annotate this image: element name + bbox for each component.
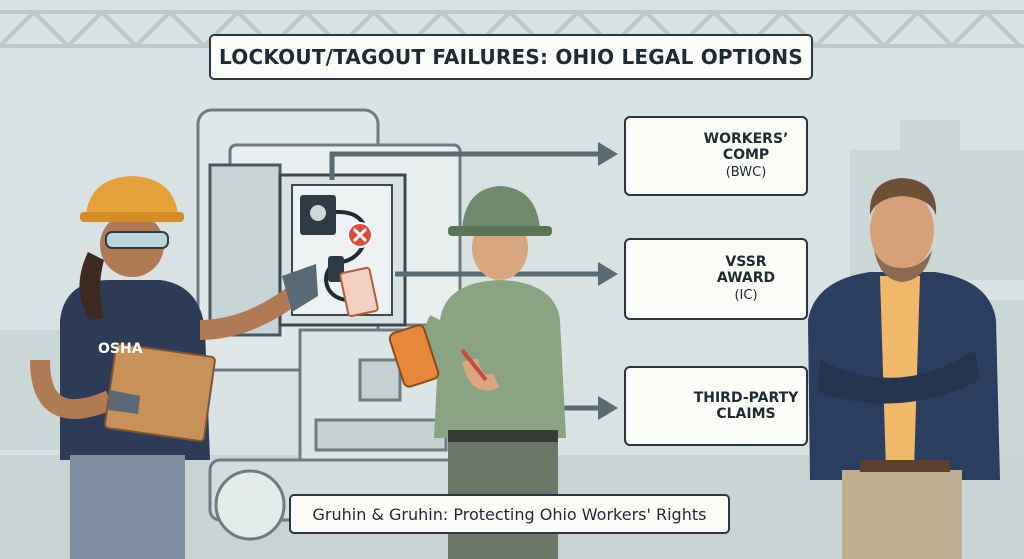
page-title: LOCKOUT/TAGOUT FAILURES: OHIO LEGAL OPTI…: [219, 45, 803, 69]
osha-inspector: [30, 176, 318, 559]
card-line1: THIRD-PARTY: [693, 389, 799, 406]
card-line3: (IC): [734, 288, 758, 304]
osha-vest-label: OSHA: [98, 341, 143, 357]
arrow-head-3: [598, 396, 618, 420]
footer-text: Gruhin & Gruhin: Protecting Ohio Workers…: [312, 504, 707, 524]
footer-banner: Gruhin & Gruhin: Protecting Ohio Workers…: [289, 494, 730, 534]
card-line1: VSSR: [725, 253, 767, 270]
card-workers-comp: WORKERS’ COMP (BWC): [624, 116, 808, 196]
card-line2: COMP: [722, 147, 770, 164]
card-vssr-award: VSSR AWARD (IC): [624, 238, 808, 320]
card-line1: WORKERS’: [703, 130, 789, 147]
arrow-head-2: [598, 262, 618, 286]
card-third-party-claims: THIRD-PARTY CLAIMS: [624, 366, 808, 446]
business-man: [808, 178, 1000, 559]
control-panel: [208, 163, 407, 337]
title-banner: LOCKOUT/TAGOUT FAILURES: OHIO LEGAL OPTI…: [209, 34, 813, 80]
card-line2: CLAIMS: [716, 406, 776, 422]
card-line3: (BWC): [725, 165, 767, 181]
arrow-head-1: [598, 142, 618, 166]
card-line2: AWARD: [716, 270, 776, 287]
